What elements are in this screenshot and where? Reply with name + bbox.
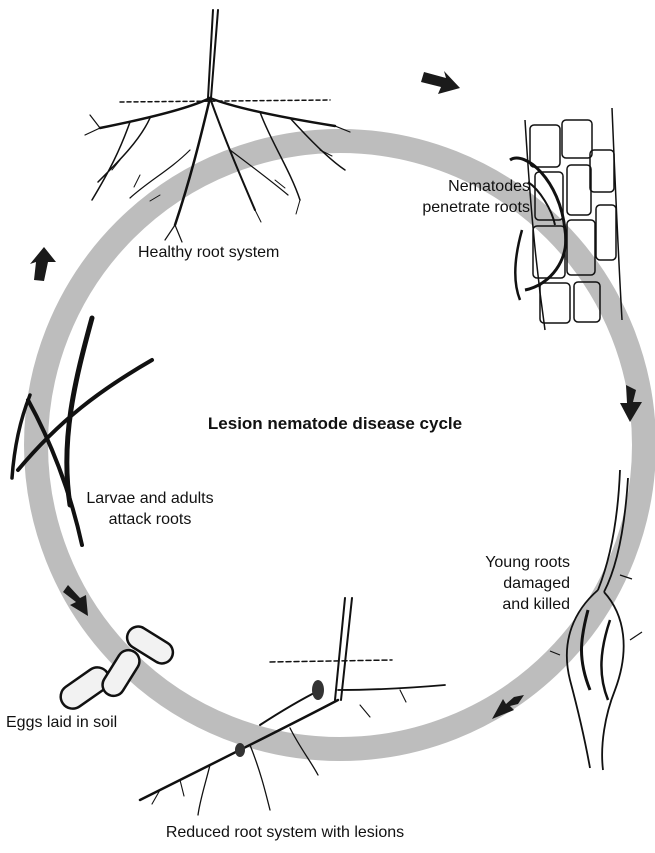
label-line: Nematodes [400, 176, 530, 197]
label-line: attack roots [55, 509, 245, 530]
arrow-icon [421, 71, 460, 94]
label-eggs-laid: Eggs laid in soil [6, 712, 117, 733]
label-line: and killed [444, 594, 570, 615]
label-larvae-adults: Larvae and adults attack roots [55, 488, 245, 530]
diagram-title: Lesion nematode disease cycle [150, 413, 520, 434]
label-nematodes-penetrate: Nematodes penetrate roots [400, 176, 530, 218]
lesion [312, 680, 324, 700]
nematode-worm [515, 230, 522, 300]
lesion [235, 743, 245, 757]
cycle-arrows [30, 71, 642, 719]
label-line: penetrate roots [400, 197, 530, 218]
healthy-root-illustration [85, 10, 350, 242]
arrow-icon [30, 247, 56, 281]
label-line: Young roots [444, 552, 570, 573]
label-healthy-root-system: Healthy root system [138, 242, 279, 263]
label-line: Larvae and adults [55, 488, 245, 509]
label-line: damaged [444, 573, 570, 594]
label-young-roots-damaged: Young roots damaged and killed [444, 552, 570, 615]
label-reduced-root-system: Reduced root system with lesions [120, 822, 450, 843]
